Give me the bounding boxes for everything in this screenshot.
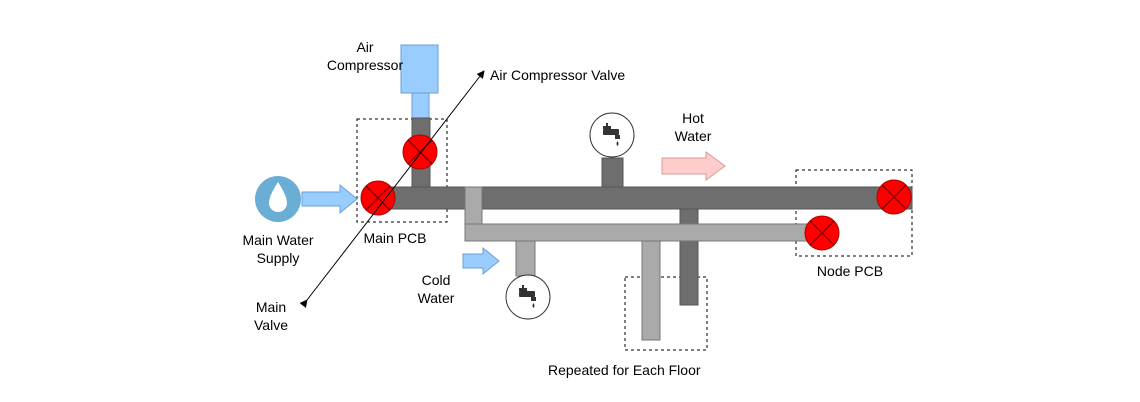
node-pcb-box <box>795 169 913 257</box>
main-supply-arrow <box>301 183 358 215</box>
air-compressor-label: Air Compressor <box>326 39 404 73</box>
air-compressor-valve-label: Air Compressor Valve <box>490 67 626 83</box>
node-cold-valve-icon <box>804 215 840 251</box>
node-pcb-label: Node PCB <box>816 263 884 279</box>
cold-faucet-pipe <box>515 240 536 277</box>
cold-riser-pipe <box>641 240 661 341</box>
hot-water-arrow <box>661 151 726 181</box>
hot-faucet-pipe <box>601 157 624 188</box>
cold-water-label: Cold Water <box>417 272 455 306</box>
cold-connector-pipe <box>464 186 483 225</box>
cold-water-arrow <box>462 246 500 276</box>
main-pcb-label: Main PCB <box>363 230 427 246</box>
cold-faucet-icon <box>505 274 551 320</box>
node-hot-valve-icon <box>876 179 912 215</box>
air-compressor-valve-icon <box>402 134 438 170</box>
main-valve-label: Main Valve <box>254 299 288 333</box>
cold-water-main-pipe <box>464 223 823 242</box>
main-water-supply-label: Main Water Supply <box>242 232 314 266</box>
water-drop-icon <box>255 176 301 222</box>
main-valve-icon <box>360 180 396 216</box>
hot-faucet-icon <box>589 112 635 158</box>
hot-riser-pipe <box>679 208 699 306</box>
valve-pointer-line <box>299 70 485 308</box>
repeated-floor-label: Repeated for Each Floor <box>548 362 701 378</box>
air-compressor-neck <box>411 92 430 119</box>
hot-water-label: Hot Water <box>674 110 712 144</box>
hot-water-main-pipe <box>379 186 913 210</box>
